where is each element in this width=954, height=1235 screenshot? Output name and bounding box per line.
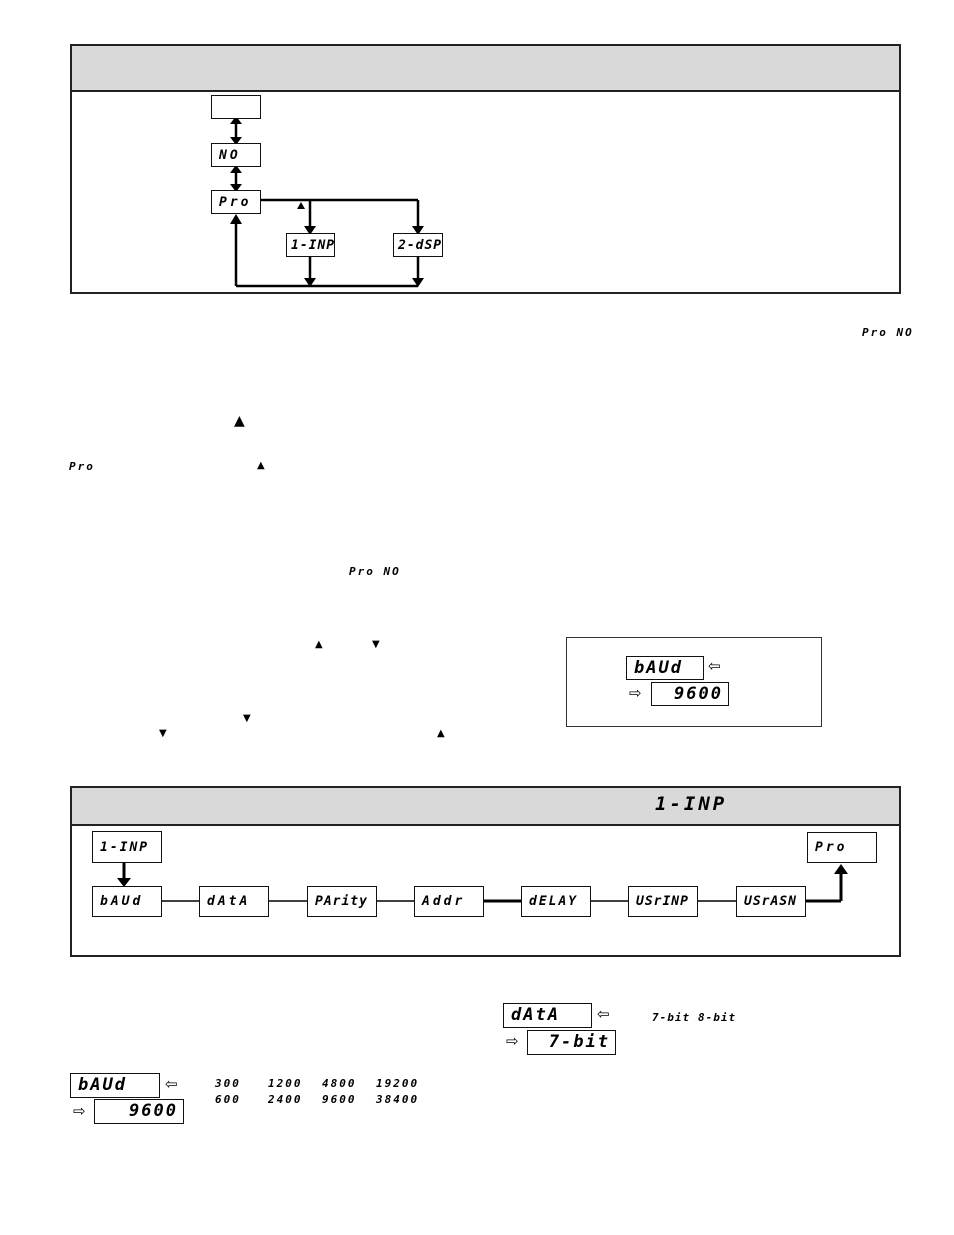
baud-option: 2400 [268,1093,303,1106]
programming-menu-header [72,46,899,92]
return-icon: ⇨ [506,1032,519,1050]
menu-input-display: 1-INP [286,233,335,257]
section-code-header: 1-INP [655,793,728,815]
advance-icon: ⇦ [708,657,721,675]
data-value-display: 7-bit [527,1030,616,1055]
baud-option: 4800 [322,1077,357,1090]
down-arrow-icon: ▼ [243,713,251,724]
baud-option: 600 [215,1093,241,1106]
data-option: 8-bit [698,1011,737,1024]
menu-no-display: NO [211,143,261,167]
menu-display-display: 2-dSP [393,233,443,257]
baud-option: 300 [215,1077,241,1090]
up-arrow-icon: ▲ [257,460,265,471]
up-arrow-icon: ▲ [315,639,323,650]
example-value-display: 9600 [651,682,729,706]
example-display-box [566,637,822,727]
baud-option: 19200 [376,1077,420,1090]
chain-param-usrasn[interactable]: USrASN [736,886,806,917]
pro-no-code-mid: Pro NO [349,565,401,578]
chain-param-data[interactable]: dAtA [199,886,269,917]
section-exit-display: Pro [807,832,877,863]
return-icon: ⇨ [73,1102,86,1120]
pro-code-left: Pro [69,460,95,473]
down-arrow-icon: ▼ [372,639,380,650]
chain-param-baud[interactable]: bAUd [92,886,162,917]
programming-menu-panel [70,44,901,294]
chain-param-usrinp[interactable]: USrINP [628,886,698,917]
input-setup-header [72,788,899,826]
return-icon: ⇨ [629,684,642,702]
chain-param-parity[interactable]: PArity [307,886,377,917]
section-start-display: 1-INP [92,831,162,863]
chain-param-addr[interactable]: Addr [414,886,484,917]
up-arrow-icon: ▲ [437,728,445,739]
baud-option: 38400 [376,1093,420,1106]
data-option: 7-bit [652,1011,691,1024]
baud-option: 1200 [268,1077,303,1090]
advance-icon: ⇦ [165,1075,178,1093]
up-arrow-icon: ▲ [234,413,245,429]
down-arrow-icon: ▼ [159,728,167,739]
baud-value-display: 9600 [94,1099,184,1124]
baud-param-display: bAUd [70,1073,160,1098]
menu-blank-display [211,95,261,119]
data-param-display: dAtA [503,1003,592,1028]
menu-pro-display: Pro [211,190,261,214]
example-param-display: bAUd [626,656,704,680]
baud-option: 9600 [322,1093,357,1106]
pro-no-code-right: Pro NO [862,326,914,339]
chain-param-delay[interactable]: dELAY [521,886,591,917]
advance-icon: ⇦ [597,1005,610,1023]
input-setup-panel [70,786,901,957]
